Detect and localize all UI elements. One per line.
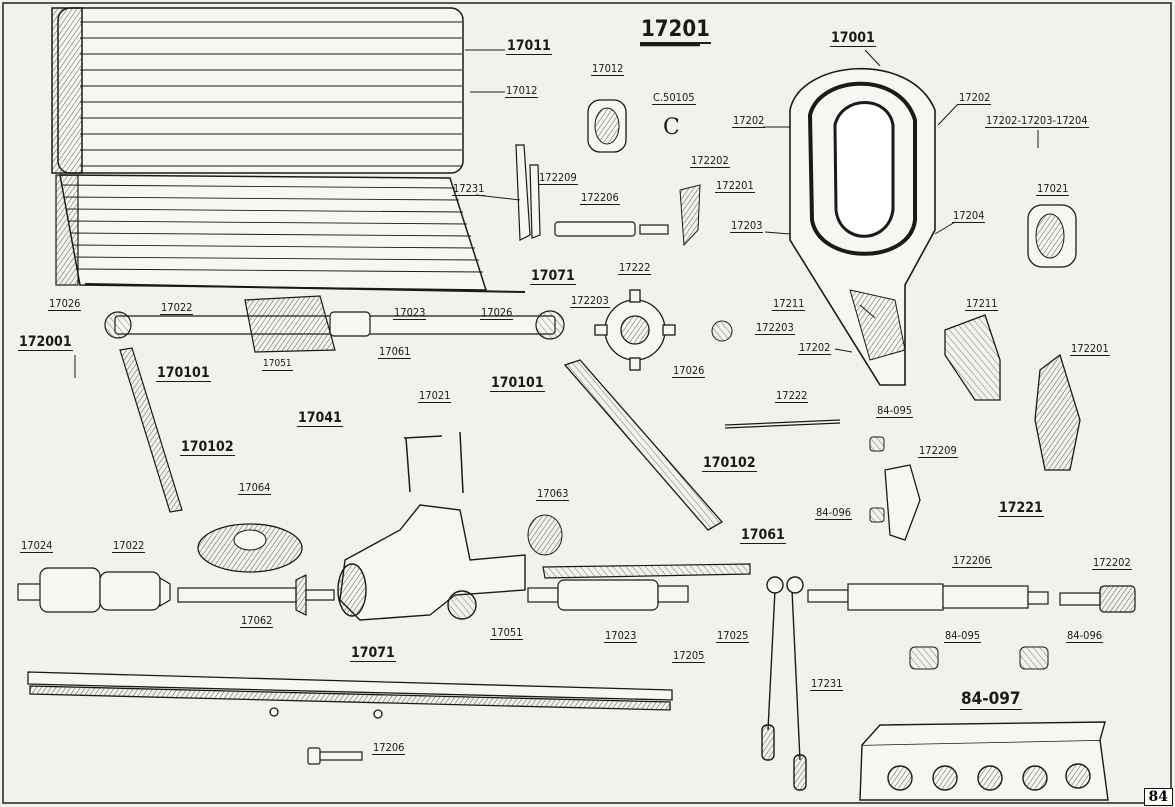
page-number: 84 xyxy=(1143,788,1173,806)
label-172209: 172209 xyxy=(918,444,958,458)
label-17026: 17026 xyxy=(480,306,514,320)
label-17022: 17022 xyxy=(112,539,146,553)
label-17025: 17025 xyxy=(716,629,750,643)
bracket-172201 xyxy=(1034,353,1081,471)
label-84-096: 84-096 xyxy=(815,506,853,520)
label-17231: 17231 xyxy=(452,182,486,196)
rail-170101-right xyxy=(563,359,724,531)
conveyor-belt-drum xyxy=(51,7,526,293)
bar-17071 xyxy=(27,671,673,719)
label-170102: 170102 xyxy=(180,439,235,456)
leader-lines xyxy=(74,49,1039,378)
small-sprocket xyxy=(711,320,733,342)
bracket-17211 xyxy=(944,314,1001,401)
rack-17061 xyxy=(542,563,751,579)
chain-guide-plate xyxy=(789,67,936,386)
label-17012: 17012 xyxy=(591,62,625,76)
label-84-095: 84-095 xyxy=(876,404,914,418)
label-17204: 17204 xyxy=(952,209,986,223)
label-17011: 17011 xyxy=(506,38,552,55)
label-172202: 172202 xyxy=(1092,556,1132,570)
label-17001: 17001 xyxy=(830,30,876,47)
label-17202: 17202 xyxy=(798,341,832,355)
gear-17064 xyxy=(197,523,303,573)
label-17061: 17061 xyxy=(378,345,412,359)
label-172201: 172201 xyxy=(715,179,755,193)
clamps-84-095-84-096 xyxy=(869,436,1049,670)
label-17206: 17206 xyxy=(372,741,406,755)
label-170101: 170101 xyxy=(156,365,211,382)
label-c50105: C.50105 xyxy=(652,91,696,105)
label-17071: 17071 xyxy=(350,645,396,662)
label-172209: 172209 xyxy=(538,171,578,185)
rail-170101-left xyxy=(119,347,183,513)
label-17051: 17051 xyxy=(262,358,293,371)
label-84-097: 84-097 xyxy=(960,689,1022,710)
shaft-assembly xyxy=(104,295,565,353)
label-17063: 17063 xyxy=(536,487,570,501)
label-17023: 17023 xyxy=(393,306,427,320)
label-17026: 17026 xyxy=(672,364,706,378)
plate-title: 17201 xyxy=(640,17,711,44)
label-17064: 17064 xyxy=(238,481,272,495)
sprocket-wheel xyxy=(594,289,676,371)
label-c: C xyxy=(663,115,680,140)
label-17211: 17211 xyxy=(772,297,806,311)
label-17071: 17071 xyxy=(530,268,576,285)
label-172206: 172206 xyxy=(952,554,992,568)
label-17022: 17022 xyxy=(160,301,194,315)
label-17222: 17222 xyxy=(618,261,652,275)
shaft-17024-17022 xyxy=(17,567,335,616)
label-172206: 172206 xyxy=(580,191,620,205)
label-170102: 170102 xyxy=(702,455,757,472)
bushing-17063 xyxy=(527,514,563,556)
lever-172209 xyxy=(884,464,921,541)
label-17021: 17021 xyxy=(418,389,452,403)
label-172203: 172203 xyxy=(755,321,795,335)
label-17202: 17202 xyxy=(958,91,992,105)
label-17231: 17231 xyxy=(810,677,844,691)
label-17061: 17061 xyxy=(740,527,786,544)
label-17026: 17026 xyxy=(48,297,82,311)
label-172203: 172203 xyxy=(570,294,610,308)
label-17222: 17222 xyxy=(775,389,809,403)
lever-17231-small xyxy=(515,144,669,241)
stud-172202 xyxy=(1059,585,1136,613)
label-84-096: 84-096 xyxy=(1066,629,1104,643)
shaft-172206 xyxy=(807,583,1049,611)
label-170101: 170101 xyxy=(490,375,545,392)
bracket-172201-small xyxy=(679,184,701,247)
label-17041: 17041 xyxy=(297,410,343,427)
label-17202-17203-17204: 17202-17203-17204 xyxy=(985,114,1089,128)
label-17205: 17205 xyxy=(672,649,706,663)
label-172202: 172202 xyxy=(690,154,730,168)
links-17021 xyxy=(403,431,464,494)
label-17211: 17211 xyxy=(965,297,999,311)
bearing-17021 xyxy=(1027,204,1077,268)
label-17203: 17203 xyxy=(730,219,764,233)
label-17062: 17062 xyxy=(240,614,274,628)
label-17221: 17221 xyxy=(998,500,1044,517)
gearbox-housing-17051 xyxy=(337,504,526,621)
levers-17231 xyxy=(761,576,807,791)
chain-17222 xyxy=(724,419,841,429)
bolt-17206 xyxy=(307,747,363,765)
label-17051: 17051 xyxy=(490,626,524,640)
shaft-17023-17025 xyxy=(527,579,689,611)
label-17202: 17202 xyxy=(732,114,766,128)
label-84-095: 84-095 xyxy=(944,629,982,643)
label-17021: 17021 xyxy=(1036,182,1070,196)
label-17024: 17024 xyxy=(20,539,54,553)
bearing-17012 xyxy=(587,99,627,153)
label-172001: 172001 xyxy=(18,334,73,351)
label-17012: 17012 xyxy=(505,84,539,98)
toolbox-84-097 xyxy=(859,721,1109,801)
label-172201: 172201 xyxy=(1070,342,1110,356)
label-17023: 17023 xyxy=(604,629,638,643)
